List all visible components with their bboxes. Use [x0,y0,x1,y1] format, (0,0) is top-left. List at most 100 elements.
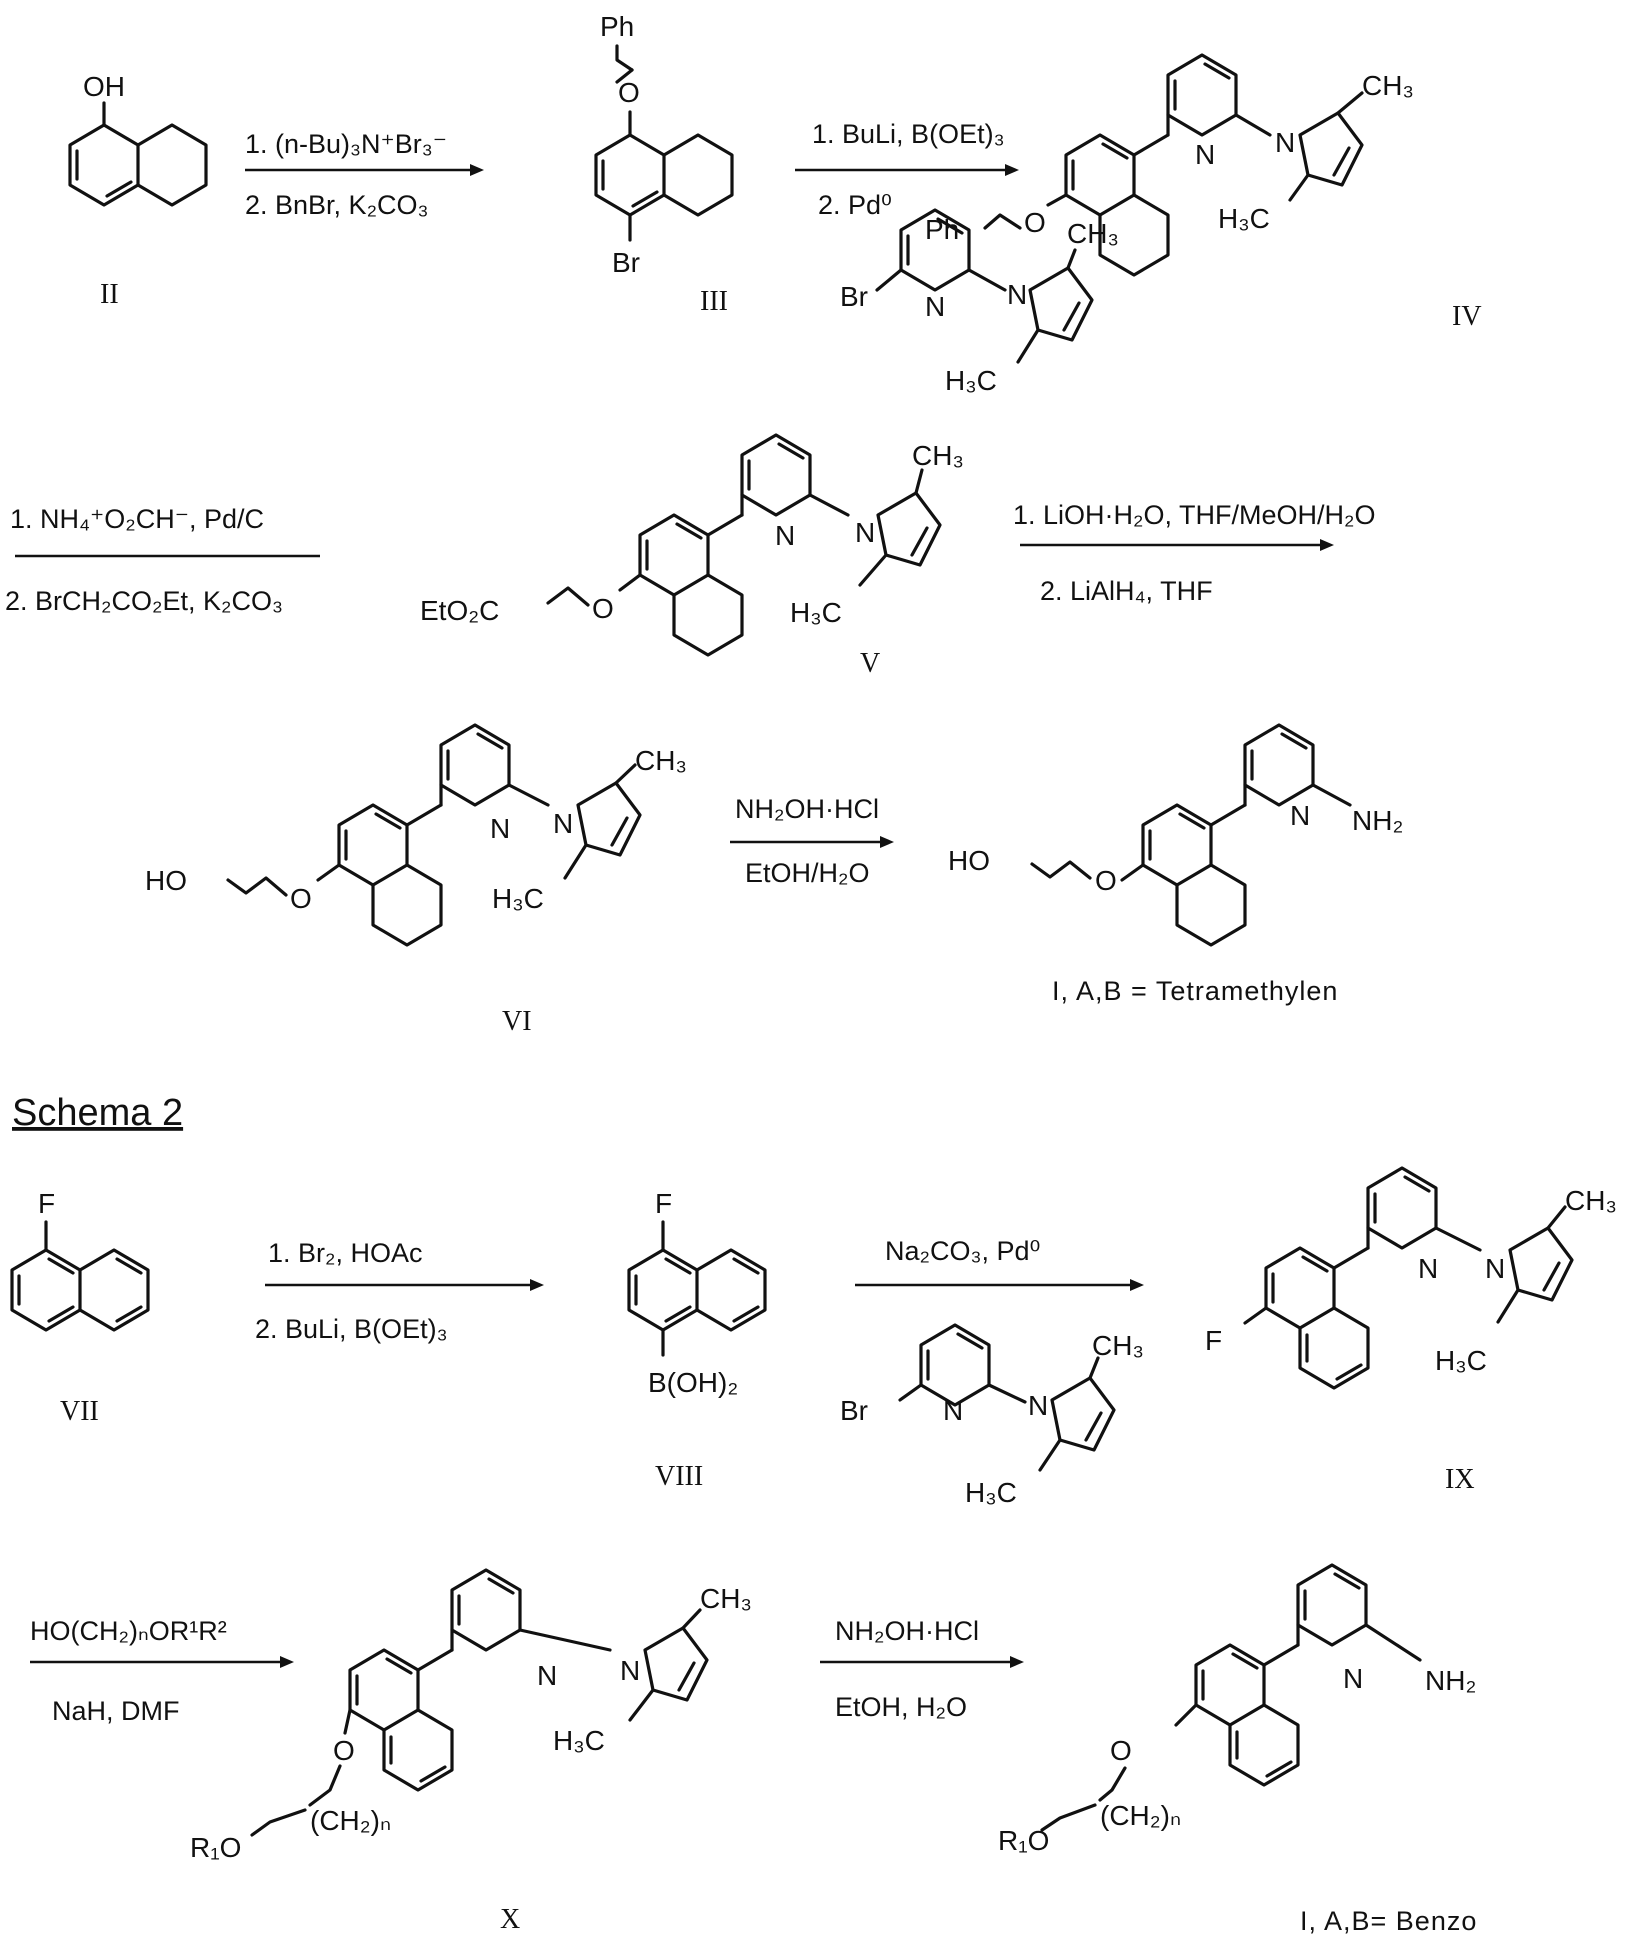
product-I-benzo-structure: O (CH₂)ₙ R₁O N NH₂ I, A,B= Benzo [998,1565,1477,1936]
pyrrole-nitrogen-label: N [1007,279,1027,310]
reaction-step-8: HO(CH₂)ₙOR¹R² NaH, DMF [30,1616,294,1726]
reagent-5-line1: NH₂OH·HCl [735,794,879,824]
pyrrole-nitrogen-label: N [620,1655,640,1686]
pyridine-nitrogen-label: N [1418,1253,1438,1284]
compound-label-II: II [100,279,119,310]
fluorine-label: F [1205,1325,1222,1356]
fluorine-label: F [655,1188,672,1219]
phenyl-label: Ph [600,11,634,42]
reagent-1-line1: 1. (n-Bu)₃N⁺Br₃⁻ [245,129,447,159]
alkyl-chain-label: (CH₂)ₙ [1100,1800,1181,1831]
oxygen-label: O [1024,207,1046,238]
oxygen-label: O [618,77,640,108]
reagent-4-line1: 1. LiOH·H₂O, THF/MeOH/H₂O [1013,500,1376,530]
bromine-label: Br [612,247,640,278]
phenyl-label: Ph [925,214,959,245]
compound-II-structure: OH II [70,71,206,310]
compound-III-structure: O Ph Br III [596,11,732,317]
oxygen-label: O [1095,865,1117,896]
reagent-2-line1: 1. BuLi, B(OEt)₃ [812,119,1005,149]
reagent-8-line2: NaH, DMF [52,1696,180,1726]
pyrrole-nitrogen-label: N [1028,1390,1048,1421]
methyl-label: H₃C [553,1725,605,1756]
methyl-label: H₃C [790,597,842,628]
oxygen-label: O [592,593,614,624]
alkyl-chain-label: (CH₂)ₙ [310,1805,391,1836]
methyl-label: CH₃ [700,1583,752,1614]
methyl-label: CH₃ [1362,70,1414,101]
pyridine-nitrogen-label: N [537,1660,557,1691]
pyridine-nitrogen-label: N [1343,1663,1363,1694]
methyl-label: H₃C [1435,1345,1487,1376]
compound-label-VII: VII [60,1396,99,1427]
compound-VII-structure: F VII [12,1188,148,1427]
reaction-step-5: NH₂OH·HCl EtOH/H₂O [730,794,894,888]
compound-label-IV: IV [1452,301,1482,332]
reaction-step-9: NH₂OH·HCl EtOH, H₂O [820,1616,1024,1722]
compound-X-structure: O (CH₂)ₙ R₁O N N CH₃ H₃C X [190,1570,752,1935]
compound-label-V: V [860,648,880,679]
methyl-label: H₃C [965,1477,1017,1508]
pyridine-nitrogen-label: N [1290,800,1310,831]
pyridine-nitrogen-label: N [490,813,510,844]
hydroxyl-label: OH [83,71,125,102]
oxygen-label: O [1110,1735,1132,1766]
compound-IX-structure: F N N CH₃ H₃C IX [1205,1168,1617,1495]
compound-label-X: X [500,1904,520,1935]
bromopyridine-reagent-2: Br N N CH₃ H₃C [840,1325,1144,1508]
methyl-label: H₃C [945,365,997,396]
reagent-7-line1: Na₂CO₃, Pd⁰ [885,1236,1040,1266]
product-caption-tetramethylen: I, A,B = Tetramethylen [1052,976,1338,1006]
reagent-9-line2: EtOH, H₂O [835,1692,967,1722]
methyl-label: CH₃ [1565,1185,1617,1216]
product-caption-benzo: I, A,B= Benzo [1300,1906,1477,1936]
compound-VIII-structure: F B(OH)₂ VIII [629,1188,765,1492]
pyrrole-nitrogen-label: N [1485,1253,1505,1284]
reagent-4-line2: 2. LiAlH₄, THF [1040,576,1213,606]
reagent-3-line1: 1. NH₄⁺O₂CH⁻, Pd/C [10,504,264,534]
alkoxy-label: R₁O [190,1832,241,1863]
reaction-step-6: 1. Br₂, HOAc 2. BuLi, B(OEt)₃ [255,1238,544,1344]
amino-label: NH₂ [1425,1665,1476,1696]
reagent-6-line1: 1. Br₂, HOAc [268,1238,423,1268]
boronic-acid-label: B(OH)₂ [648,1367,738,1398]
methyl-label: CH₃ [1092,1330,1144,1361]
compound-label-VIII: VIII [655,1461,703,1492]
reaction-step-2: 1. BuLi, B(OEt)₃ 2. Pd⁰ [795,119,1019,220]
bromopyridine-reagent-1: Br N N CH₃ H₃C [840,210,1119,396]
compound-label-III: III [700,286,728,317]
reagent-9-line1: NH₂OH·HCl [835,1616,979,1646]
reaction-step-7: Na₂CO₃, Pd⁰ [855,1236,1144,1291]
reagent-3-line2: 2. BrCH₂CO₂Et, K₂CO₃ [5,586,283,616]
bromine-label: Br [840,1395,868,1426]
reagent-2-line2: 2. Pd⁰ [818,190,892,220]
reagent-6-line2: 2. BuLi, B(OEt)₃ [255,1314,448,1344]
methyl-label: CH₃ [1067,218,1119,249]
pyrrole-nitrogen-label: N [553,808,573,839]
compound-label-IX: IX [1445,1464,1475,1495]
compound-label-VI: VI [502,1006,532,1037]
reaction-step-4: 1. LiOH·H₂O, THF/MeOH/H₂O 2. LiAlH₄, THF [1013,500,1376,606]
fluorine-label: F [38,1188,55,1219]
reagent-8-line1: HO(CH₂)ₙOR¹R² [30,1616,227,1646]
methyl-label: H₃C [1218,203,1270,234]
methyl-label: H₃C [492,883,544,914]
oxygen-label: O [333,1735,355,1766]
alkoxy-label: R₁O [998,1825,1049,1856]
pyrrole-nitrogen-label: N [1275,127,1295,158]
pyrrole-nitrogen-label: N [855,517,875,548]
pyridine-nitrogen-label: N [925,291,945,322]
methyl-label: CH₃ [912,440,964,471]
bromine-label: Br [840,281,868,312]
pyridine-nitrogen-label: N [1195,139,1215,170]
reaction-step-3: 1. NH₄⁺O₂CH⁻, Pd/C 2. BrCH₂CO₂Et, K₂CO₃ [5,504,320,616]
reagent-5-line2: EtOH/H₂O [745,858,870,888]
methyl-label: CH₃ [635,745,687,776]
product-I-tetramethylen-structure: O HO N NH₂ I, A,B = Tetramethylen [948,725,1403,1006]
amino-label: NH₂ [1352,805,1403,836]
reaction-step-1: 1. (n-Bu)₃N⁺Br₃⁻ 2. BnBr, K₂CO₃ [245,129,484,220]
ester-label: EtO₂C [420,595,499,626]
schema-2-title: Schema 2 [12,1092,183,1134]
reagent-1-line2: 2. BnBr, K₂CO₃ [245,190,429,220]
oxygen-label: O [290,883,312,914]
